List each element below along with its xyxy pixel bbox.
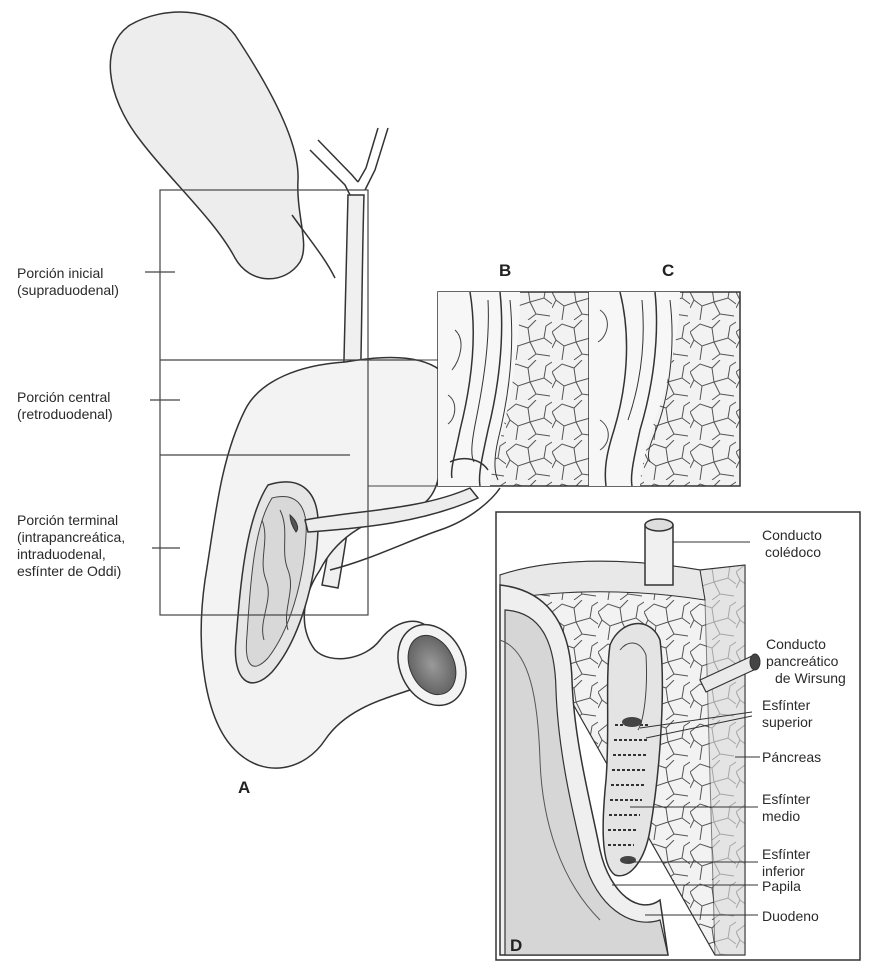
label-conducto-coledoco: Conducto colédoco [762, 527, 822, 561]
label-esfinter-inferior: Esfínter inferior [762, 846, 810, 880]
label-line: (intrapancreática, [17, 529, 125, 546]
panel-c-label: C [662, 261, 674, 281]
label-line: Porción central [17, 389, 113, 406]
label-line: Esfínter [762, 791, 810, 808]
label-conducto-wirsung: Conducto pancreático de Wirsung [766, 636, 846, 687]
label-esfinter-medio: Esfínter medio [762, 791, 810, 825]
label-line: (supraduodenal) [17, 282, 119, 299]
label-porcion-inicial: Porción inicial (supraduodenal) [17, 265, 119, 299]
label-esfinter-superior: Esfínter superior [762, 697, 813, 731]
label-line: Esfínter [762, 697, 813, 714]
label-line: pancreático [766, 653, 846, 670]
label-line: Esfínter [762, 846, 810, 863]
label-papila: Papila [762, 878, 801, 895]
panel-a-label: A [238, 778, 250, 798]
label-line: (retroduodenal) [17, 406, 113, 423]
label-line: Conducto [766, 636, 846, 653]
label-line: superior [762, 714, 813, 731]
label-line: Porción inicial [17, 265, 119, 282]
label-pancreas: Páncreas [762, 749, 821, 766]
label-duodeno: Duodeno [762, 908, 819, 925]
label-line: Porción terminal [17, 512, 125, 529]
label-porcion-terminal: Porción terminal (intrapancreática, intr… [17, 512, 125, 580]
hepatic-ducts [310, 128, 388, 195]
panel-b-label: B [499, 261, 511, 281]
label-line: medio [762, 808, 810, 825]
gallbladder [110, 12, 335, 279]
label-line: Papila [762, 878, 801, 895]
label-line: Duodeno [762, 908, 819, 925]
label-line: de Wirsung [766, 670, 846, 687]
label-line: colédoco [762, 544, 822, 561]
label-line: Páncreas [762, 749, 821, 766]
label-porcion-central: Porción central (retroduodenal) [17, 389, 113, 423]
label-line: Conducto [762, 527, 822, 544]
duodenum-outline [201, 357, 440, 768]
label-line: esfínter de Oddi) [17, 563, 125, 580]
label-line: intraduodenal, [17, 546, 125, 563]
panel-d-label: D [510, 936, 522, 956]
